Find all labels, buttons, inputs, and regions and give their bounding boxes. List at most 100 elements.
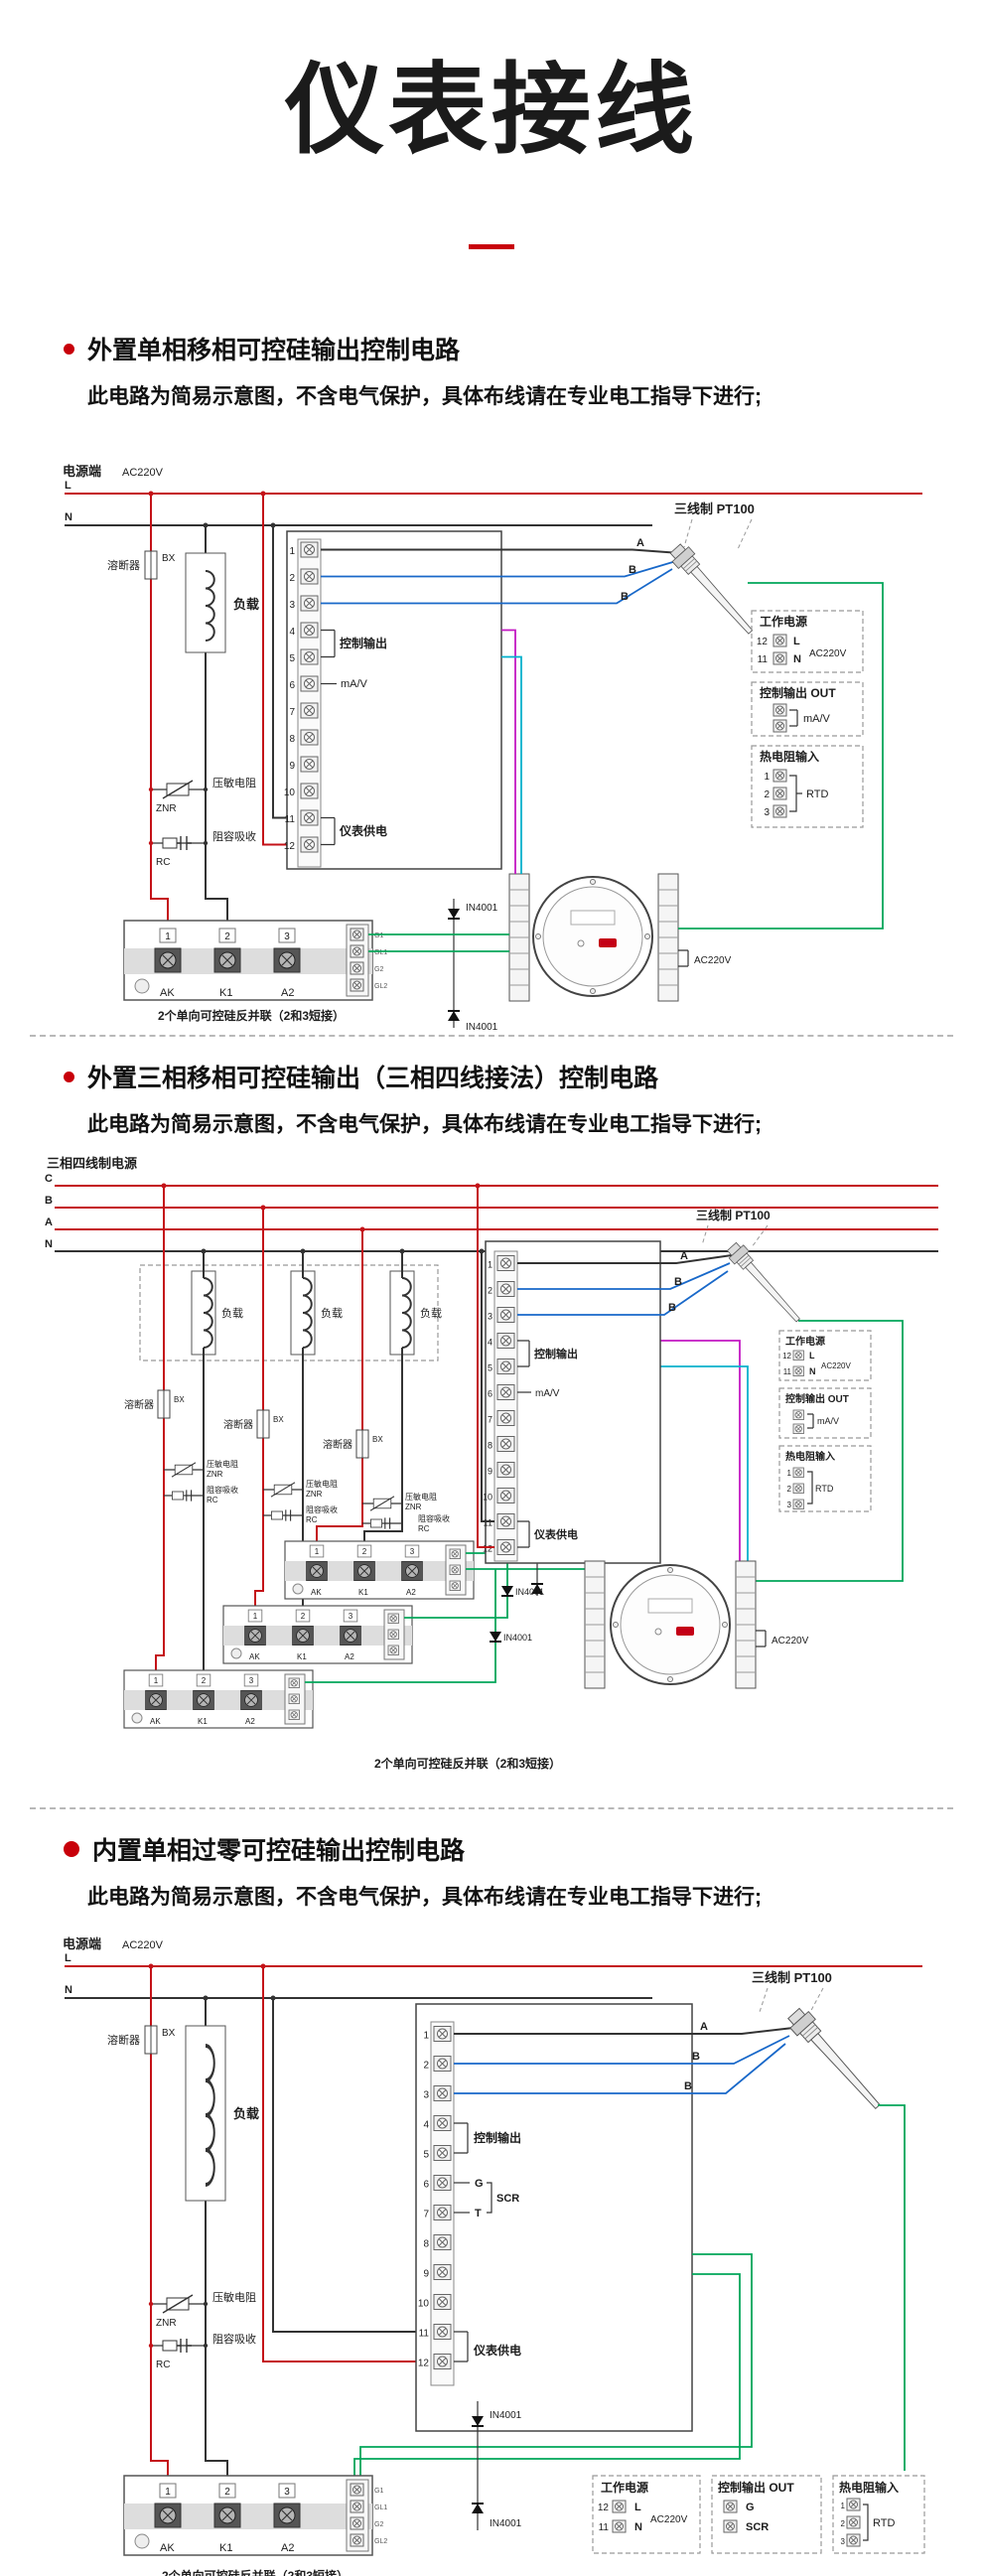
pt100-sensor: 三线制 PT100 <box>752 1970 888 2116</box>
terminal-number: 7 <box>289 707 295 718</box>
rtd-input-label: 热电阻输入 <box>839 2480 899 2495</box>
fuse-code: BX <box>372 1435 383 1444</box>
svg-text:1: 1 <box>841 2502 846 2510</box>
rtd-label: RTD <box>873 2517 895 2529</box>
svg-text:压敏电阻: 压敏电阻 <box>405 1492 437 1502</box>
line-n-label: N <box>65 511 72 523</box>
svg-text:ZNR: ZNR <box>306 1490 323 1499</box>
section-divider <box>30 1807 953 1809</box>
load-label: 负载 <box>233 2106 259 2121</box>
fuse-label: 溶断器 <box>107 558 140 572</box>
legend-rtd-input: 热电阻输入 1 2 3 RTD <box>751 745 864 828</box>
terminal-number: 5 <box>488 1363 492 1373</box>
meter-supply-label: 仪表供电 <box>473 2343 521 2358</box>
diode-icon <box>447 908 461 920</box>
svg-text:RC: RC <box>207 1496 218 1504</box>
load-label: 负载 <box>233 597 259 612</box>
load-label: 负载 <box>321 1306 343 1320</box>
control-wires <box>368 582 884 952</box>
line-n-label: N <box>45 1238 53 1250</box>
line-b-label: B <box>45 1195 53 1207</box>
mav-label: mA/V <box>817 1416 839 1426</box>
pt100-label: 三线制 PT100 <box>674 501 755 516</box>
control-output-label: 控制输出 <box>340 636 387 650</box>
wire-b-label: B <box>668 1302 676 1314</box>
svg-text:11: 11 <box>783 1367 792 1376</box>
svg-text:12: 12 <box>598 2503 610 2513</box>
scr-label: SCR <box>746 2521 769 2533</box>
terminal-number: 1 <box>488 1260 492 1270</box>
ac220v-label: AC220V <box>122 467 164 479</box>
terminal-number: 2 <box>289 573 295 584</box>
ac220v-label: AC220V <box>772 1636 809 1646</box>
fuse: 溶断器 BX <box>107 2025 176 2055</box>
legend-work-power: 工作电源 12 L 11 N AC220V <box>751 610 864 673</box>
svg-text:阻容吸收: 阻容吸收 <box>212 2332 256 2346</box>
control-output-out-label: 控制输出 OUT <box>785 1392 849 1405</box>
diode-icon <box>489 1631 502 1643</box>
terminal-number: 1 <box>423 2031 429 2042</box>
svg-text:AC220V: AC220V <box>821 1361 851 1370</box>
terminal-number: 11 <box>758 654 769 665</box>
svg-text:压敏电阻: 压敏电阻 <box>212 2290 256 2304</box>
svg-text:L: L <box>634 2502 641 2513</box>
varistor-code: ZNR <box>156 803 177 814</box>
terminal-number: 1 <box>289 546 295 557</box>
svg-text:3: 3 <box>841 2537 846 2546</box>
section-3-note: 此电路为简易示意图，不含电气保护，具体布线请在专业电工指导下进行; <box>87 1886 762 1909</box>
section-1-heading-row: 外置单相移相可控硅输出控制电路 <box>64 331 983 366</box>
wire-b-label: B <box>629 564 636 576</box>
load: 负载 <box>185 552 259 653</box>
rc-label: 阻容吸收 <box>212 829 256 843</box>
n-label: N <box>793 653 801 665</box>
legend-rtd-input: 热电阻输入 1 2 3 RTD <box>778 1445 872 1512</box>
work-power-label: 工作电源 <box>601 2480 648 2495</box>
terminal-number: 3 <box>423 2090 429 2101</box>
ssr-module <box>285 1541 474 1599</box>
g-label: G <box>746 2502 755 2513</box>
pt100-probe-icon <box>783 2004 888 2116</box>
terminal-number: 4 <box>423 2120 429 2131</box>
svg-text:11: 11 <box>599 2522 610 2533</box>
rtd-label: RTD <box>806 788 828 800</box>
terminal-number: 7 <box>423 2210 429 2220</box>
mav-label: mA/V <box>803 713 831 725</box>
terminal-number: 4 <box>289 627 295 638</box>
svg-text:阻容吸收: 阻容吸收 <box>418 1513 450 1523</box>
meter-face <box>610 1564 731 1685</box>
terminal-number: 2 <box>423 2061 429 2072</box>
diode-label: IN4001 <box>466 1022 498 1033</box>
terminal-number: 8 <box>289 734 295 745</box>
loads: 负载 负载 负载 <box>139 1264 442 1361</box>
wire-a-label: A <box>700 2021 708 2033</box>
fuse-code: BX <box>174 1395 185 1404</box>
diode-icon <box>447 1010 461 1022</box>
section-2-note: 此电路为简易示意图，不含电气保护，具体布线请在专业电工指导下进行; <box>87 1113 762 1136</box>
mav-label: mA/V <box>341 678 368 690</box>
svg-text:ZNR: ZNR <box>207 1470 223 1479</box>
diode-label: IN4001 <box>515 1587 544 1597</box>
ssr-ctrl-label: GL1 <box>374 949 387 956</box>
title-divider <box>469 244 514 249</box>
varistor: 压敏电阻 ZNR <box>148 776 256 814</box>
wire-b-label: B <box>621 591 629 603</box>
ssr-ctrl-label: GL2 <box>374 2538 387 2545</box>
diodes: IN4001 IN4001 <box>471 2401 522 2530</box>
ssr-ctrl-label: GL1 <box>374 2504 387 2511</box>
terminal-number: 3 <box>289 600 295 611</box>
section-3-heading-row: 内置单相过零可控硅输出控制电路 <box>64 1831 983 1867</box>
legend-control-output: 控制输出 OUT G SCR <box>711 2475 822 2554</box>
bullet-icon <box>64 1071 74 1082</box>
terminal-number: 1 <box>764 772 770 783</box>
terminal-number: 11 <box>419 2329 430 2340</box>
terminal-number: 11 <box>484 1518 492 1528</box>
rc-snubber: 阻容吸收 RC <box>148 829 256 868</box>
load-label: 负载 <box>420 1306 442 1320</box>
terminal-number: 9 <box>423 2269 429 2280</box>
ssr-module <box>124 2476 372 2555</box>
